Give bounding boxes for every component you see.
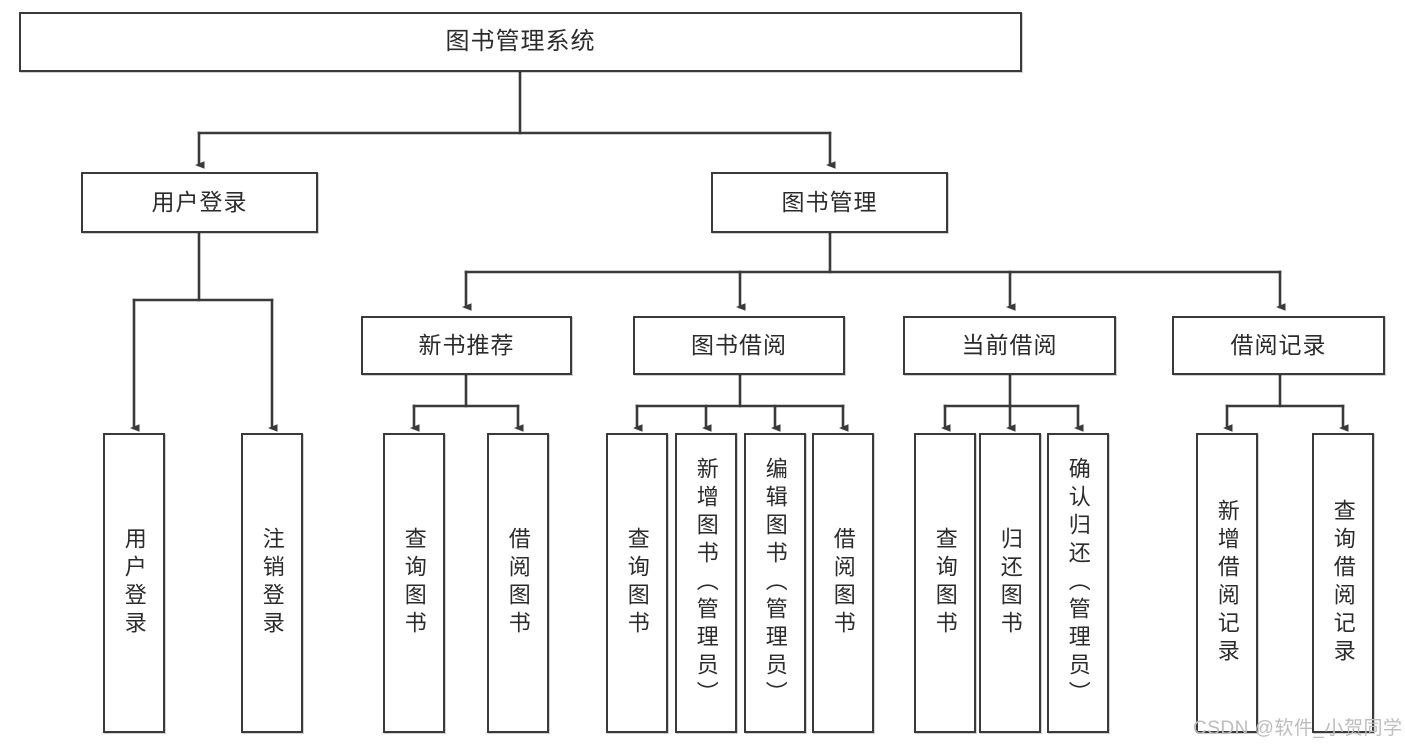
leaf-records-query-record[interactable]: 查询借阅记录 — [1312, 433, 1374, 733]
node-current-borrow[interactable]: 当前借阅 — [903, 316, 1116, 375]
leaf-borrow-borrow-book[interactable]: 借阅图书 — [812, 433, 874, 733]
leaf-records-add-record[interactable]: 新增借阅记录 — [1196, 433, 1258, 733]
leaf-current-confirm-return-admin[interactable]: 确认归还（管理员） — [1047, 433, 1109, 733]
node-book-borrow[interactable]: 图书借阅 — [633, 316, 845, 375]
leaf-new-book-borrow-book[interactable]: 借阅图书 — [487, 433, 549, 733]
node-user-login[interactable]: 用户登录 — [81, 172, 318, 233]
leaf-user-login-login[interactable]: 用户登录 — [103, 433, 165, 733]
leaf-user-login-logout[interactable]: 注销登录 — [241, 433, 303, 733]
leaf-borrow-add-book-admin[interactable]: 新增图书（管理员） — [675, 433, 737, 733]
node-new-book-recommend[interactable]: 新书推荐 — [361, 316, 572, 375]
leaf-current-query-book[interactable]: 查询图书 — [914, 433, 976, 733]
leaf-borrow-query-book[interactable]: 查询图书 — [606, 433, 668, 733]
node-book-management[interactable]: 图书管理 — [711, 172, 948, 233]
leaf-current-return-book[interactable]: 归还图书 — [979, 433, 1041, 733]
csdn-watermark: CSDN @软件_小贺同学 — [1193, 718, 1403, 739]
leaf-borrow-edit-book-admin[interactable]: 编辑图书（管理员） — [744, 433, 806, 733]
leaf-new-book-query-book[interactable]: 查询图书 — [383, 433, 445, 733]
node-root-book-management-system[interactable]: 图书管理系统 — [19, 12, 1022, 72]
node-borrow-records[interactable]: 借阅记录 — [1172, 316, 1385, 375]
